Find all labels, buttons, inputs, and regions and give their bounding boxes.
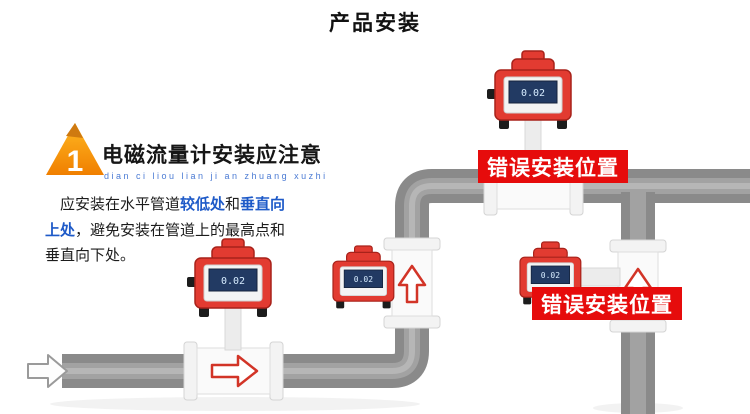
warning-badge: 1 xyxy=(46,123,104,178)
lcd-value: 0.02 xyxy=(354,275,373,284)
flange-left xyxy=(183,341,198,401)
meter-neck xyxy=(579,267,621,287)
flange-top xyxy=(383,237,441,251)
flowmeter-vertical-left: 0.02 xyxy=(332,237,441,329)
flowmeter-vertical-right: 0.02 xyxy=(519,239,667,333)
notice-text-part: ，避免安装在管道上的最高点和垂直向下处。 xyxy=(45,221,286,265)
lcd-screen xyxy=(508,80,558,104)
flow-arrow-right-icon xyxy=(210,354,259,388)
flange-bottom xyxy=(609,319,667,333)
flange-bottom xyxy=(383,315,441,329)
lcd-value: 0.02 xyxy=(521,88,545,99)
badge-number: 1 xyxy=(67,145,84,178)
notice-pinyin: dian ci liou lian ji an zhuang xuzhi xyxy=(104,171,328,181)
meter-neck xyxy=(224,303,242,351)
triangle-shape xyxy=(46,123,104,175)
triangle-fold xyxy=(66,123,83,138)
page-title: 产品安装 xyxy=(329,12,421,35)
notice-text: 应安装在水平管道较低处和垂直向上处，避免安装在管道上的最高点和垂直向下处。 xyxy=(45,192,287,269)
flange-top xyxy=(609,239,667,253)
lcd-value: 0.02 xyxy=(541,271,560,280)
pipe-shadow xyxy=(50,397,420,411)
meter-head: 0.02 xyxy=(487,50,572,129)
flow-arrow-up-icon xyxy=(397,264,427,304)
notice-text-part: 应安装在水平管道 xyxy=(60,196,181,213)
meter-head: 0.02 xyxy=(187,238,272,317)
flowmeter-bottom: 0.02 xyxy=(183,238,284,401)
notice-highlight-up: 垂直向上处 xyxy=(45,196,286,239)
flow-direction-arrow xyxy=(27,354,68,388)
lcd-screen xyxy=(343,269,384,289)
lcd-screen xyxy=(208,268,258,292)
wrong-install-label-2: 错误安装位置 xyxy=(532,287,682,320)
notice-heading: 电磁流量计安装应注意 xyxy=(102,144,322,167)
notice-text-part: 和 xyxy=(225,196,241,213)
meter-head: 0.02 xyxy=(332,245,395,309)
wrong-install-label-1: 错误安装位置 xyxy=(478,150,628,183)
flange-right xyxy=(269,341,284,401)
meter-head: 0.02 xyxy=(519,241,582,305)
lcd-screen xyxy=(530,265,571,285)
flowmeter-top: 0.02 xyxy=(483,50,584,216)
notice-highlight-low: 较低处 xyxy=(180,196,226,213)
lcd-value: 0.02 xyxy=(221,276,245,287)
